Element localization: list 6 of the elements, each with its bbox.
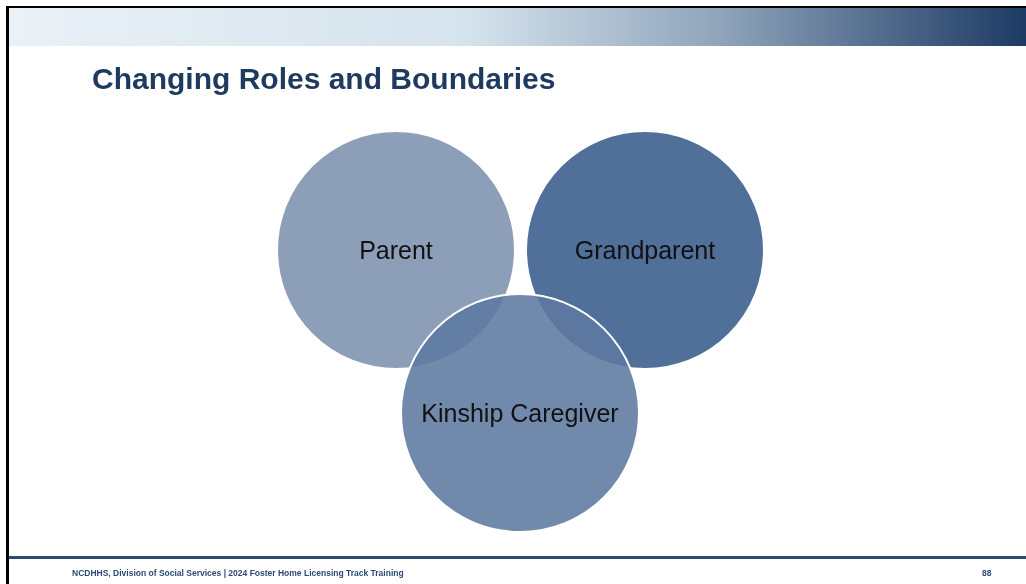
circle-label: Grandparent xyxy=(573,236,717,264)
circle-label: Parent xyxy=(358,236,434,264)
circle-label: Kinship Caregiver xyxy=(420,399,620,427)
footer-text: NCDHHS, Division of Social Services | 2024 Foster Home Licensing Track Training xyxy=(72,568,404,578)
title: Changing Roles and Boundaries xyxy=(92,62,556,96)
page-number: 88 xyxy=(982,568,992,578)
